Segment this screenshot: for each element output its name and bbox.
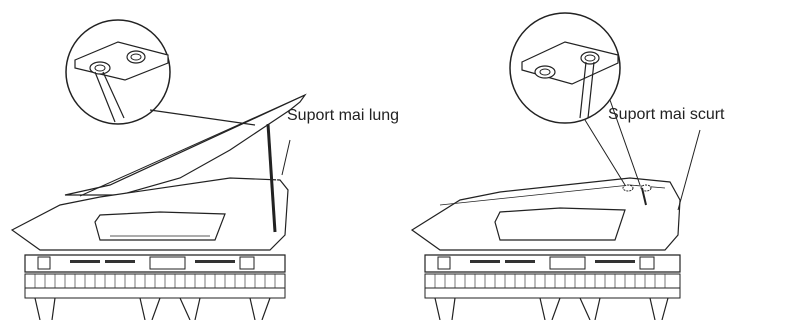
figure-short-prop: [400, 0, 800, 320]
figure-long-prop: Suport mai lung: [0, 0, 400, 320]
piano-long-prop-illustration: [0, 0, 400, 320]
short-prop-label: Suport mai scurt: [608, 106, 724, 124]
piano-short-prop-illustration: [400, 0, 803, 320]
long-prop-label: Suport mai lung: [287, 107, 399, 125]
